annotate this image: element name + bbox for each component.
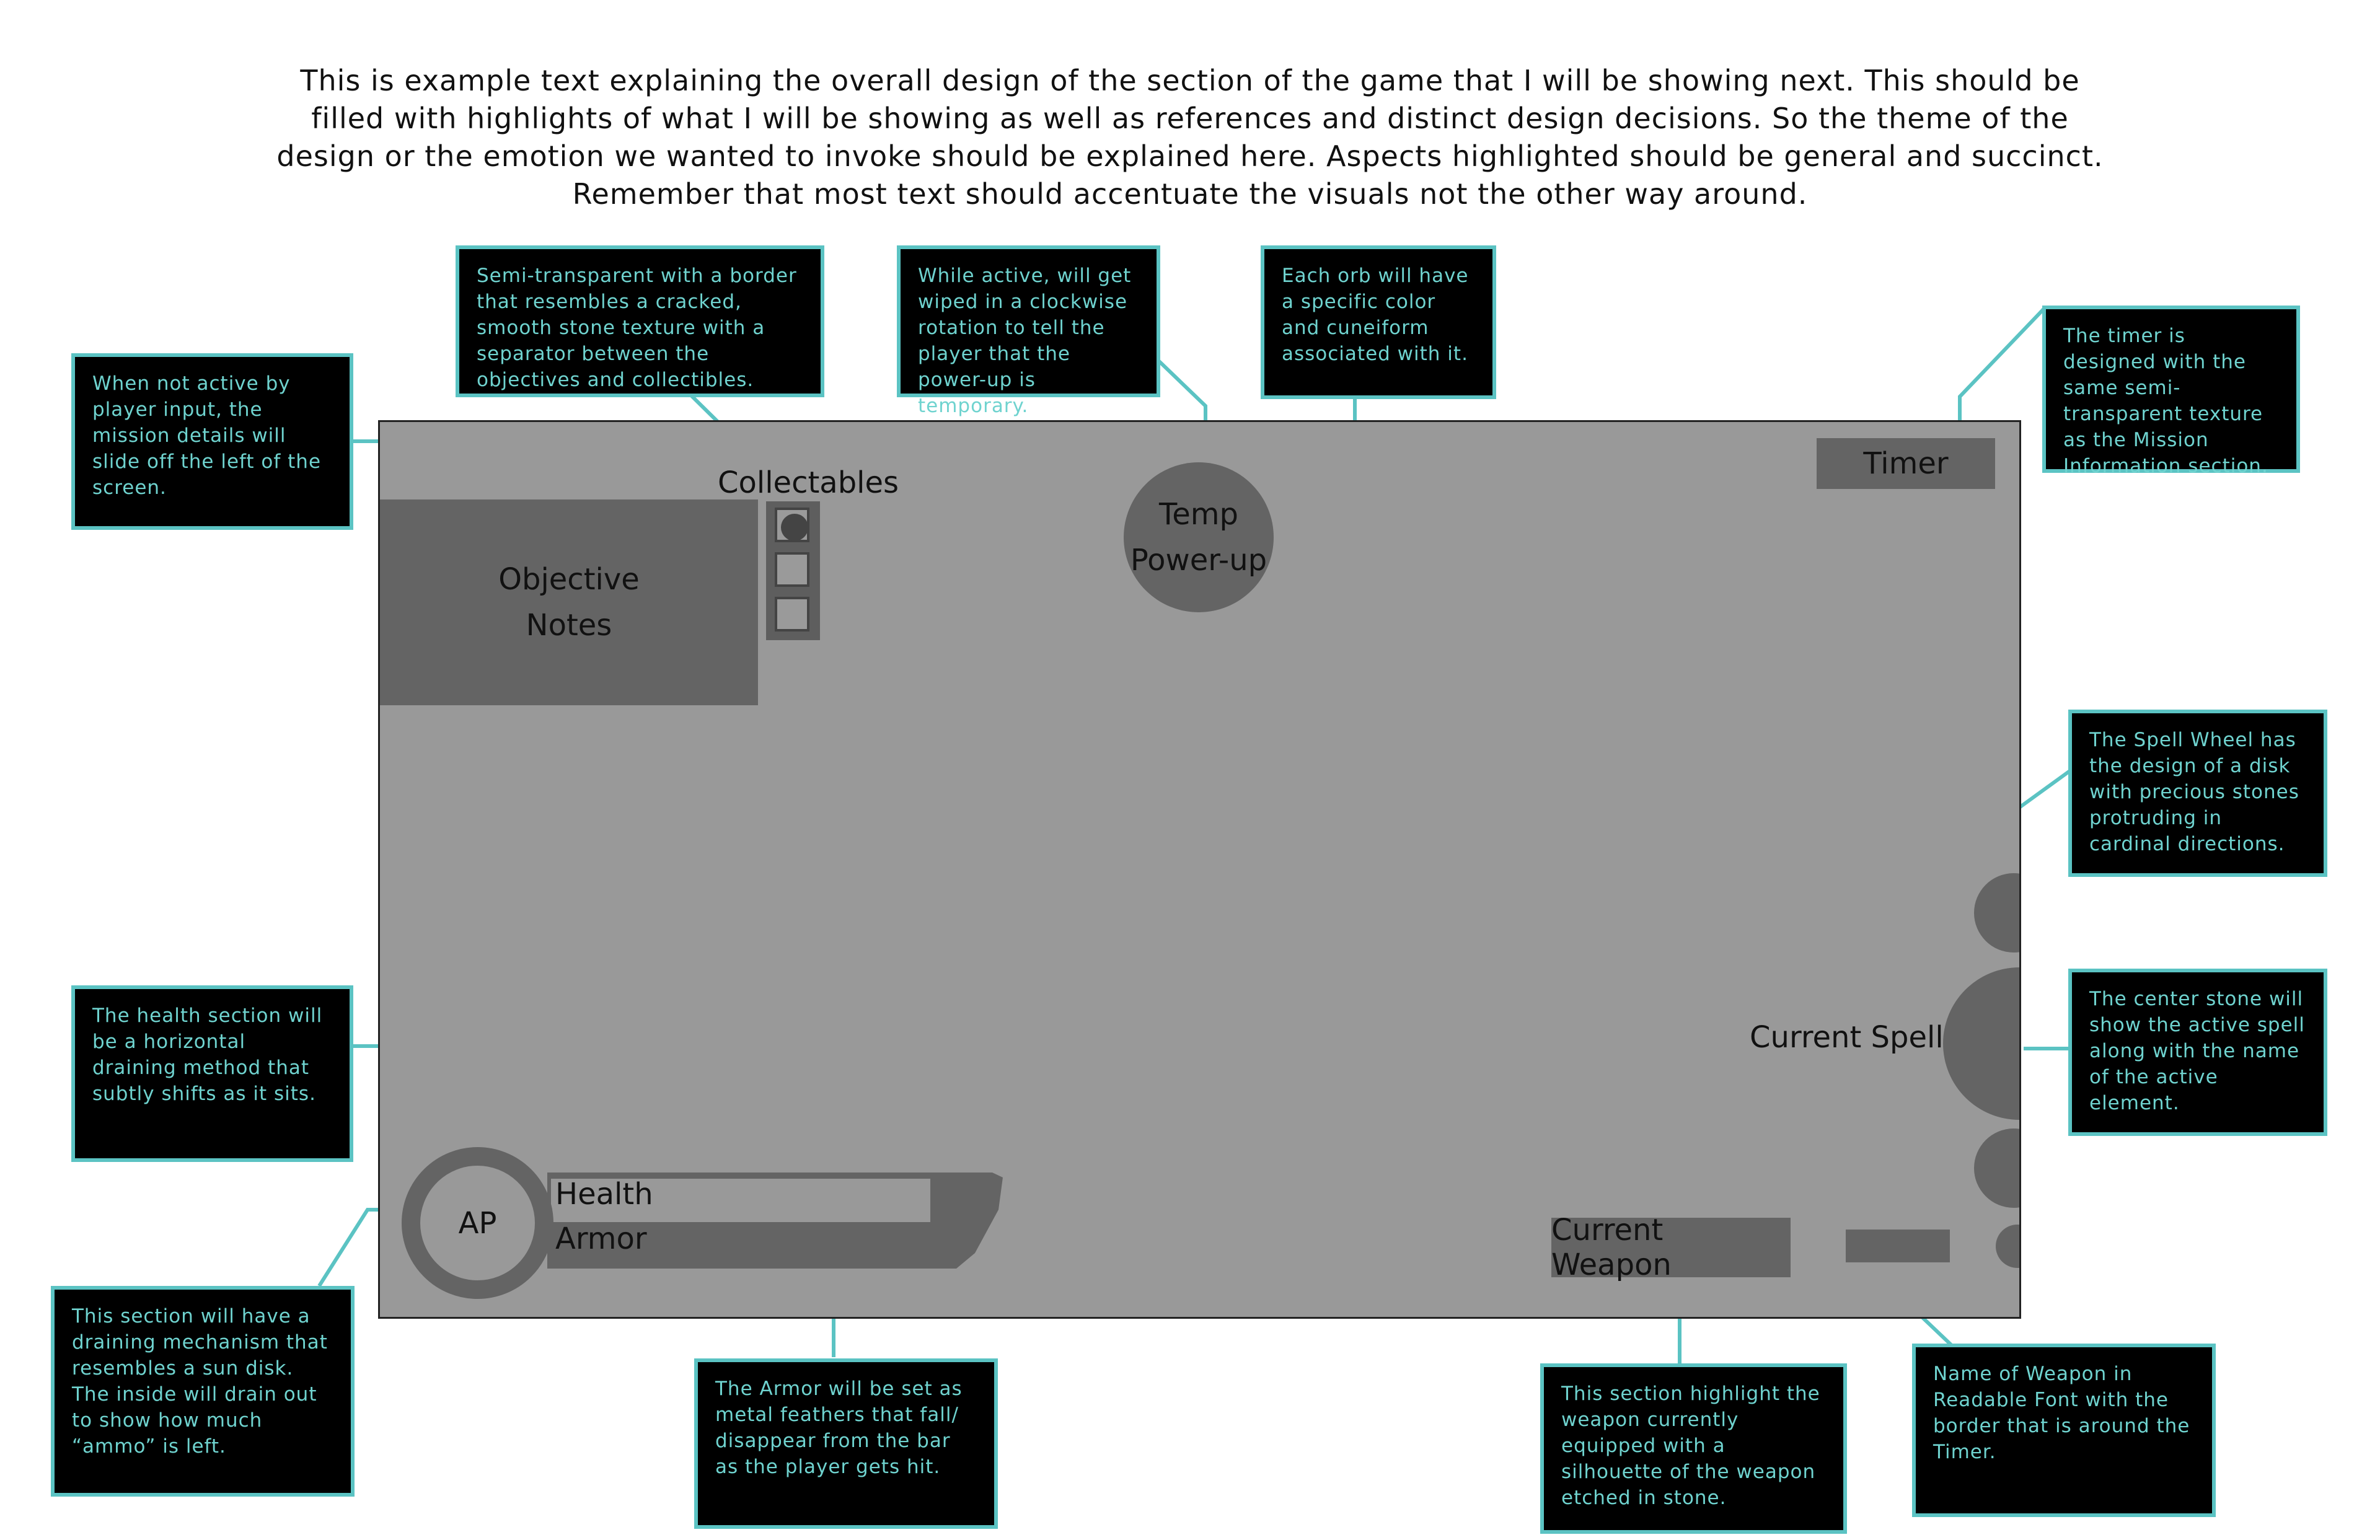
weapon-name-panel (1846, 1230, 1950, 1262)
collectable-slot (775, 508, 809, 542)
current-spell-stone (1943, 967, 2019, 1120)
note-collectables: Semi-transparent with a border that rese… (456, 245, 824, 397)
intro-text: This is example text explaining the over… (276, 64, 2104, 211)
spell-stone-small (1996, 1225, 2019, 1268)
note-powerup: While active, will get wiped in a clockw… (897, 245, 1160, 417)
health-label: Health (555, 1177, 653, 1212)
current-spell-label: Current Spell (1750, 1020, 1944, 1055)
objective-line1: Objective (498, 562, 640, 597)
collectables-panel (766, 501, 820, 640)
orb-line2: Power-up (1130, 543, 1267, 578)
note-spell-wheel: The Spell Wheel has the design of a disk… (2068, 710, 2327, 877)
spell-stone-top (1974, 873, 2019, 953)
note-weapon: This section highlight the weapon curren… (1540, 1363, 1847, 1534)
note-armor: The Armor will be set as metal feathers … (694, 1358, 998, 1529)
ap-sun-disk: AP (402, 1147, 553, 1299)
note-health: The health section will be a horizontal … (71, 985, 353, 1162)
leader-timer (1958, 307, 2046, 428)
health-armor-bar (547, 1173, 1003, 1269)
note-orb: Each orb will have a specific color and … (1261, 245, 1496, 399)
collectable-slot (775, 552, 809, 587)
armor-label: Armor (555, 1221, 647, 1256)
ap-label: AP (458, 1205, 497, 1241)
note-mission: When not active by player input, the mis… (71, 353, 353, 530)
note-center-stone: The center stone will show the active sp… (2068, 969, 2327, 1136)
collectables-label: Collectables (718, 465, 899, 500)
note-weapon-name: Name of Weapon in Readable Font with the… (1912, 1344, 2216, 1517)
objective-line2: Notes (526, 608, 612, 643)
spell-stone-bottom (1974, 1129, 2019, 1208)
current-weapon-panel: Current Weapon (1551, 1213, 1791, 1282)
collectable-orb-icon (781, 514, 808, 541)
timer-panel: Timer (1817, 438, 1995, 489)
note-timer: The timer is designed with the same semi… (2042, 306, 2300, 477)
collectable-slot (775, 597, 809, 631)
orb-line1: Temp (1159, 497, 1238, 532)
note-ap: This section will have a draining mechan… (51, 1286, 355, 1497)
